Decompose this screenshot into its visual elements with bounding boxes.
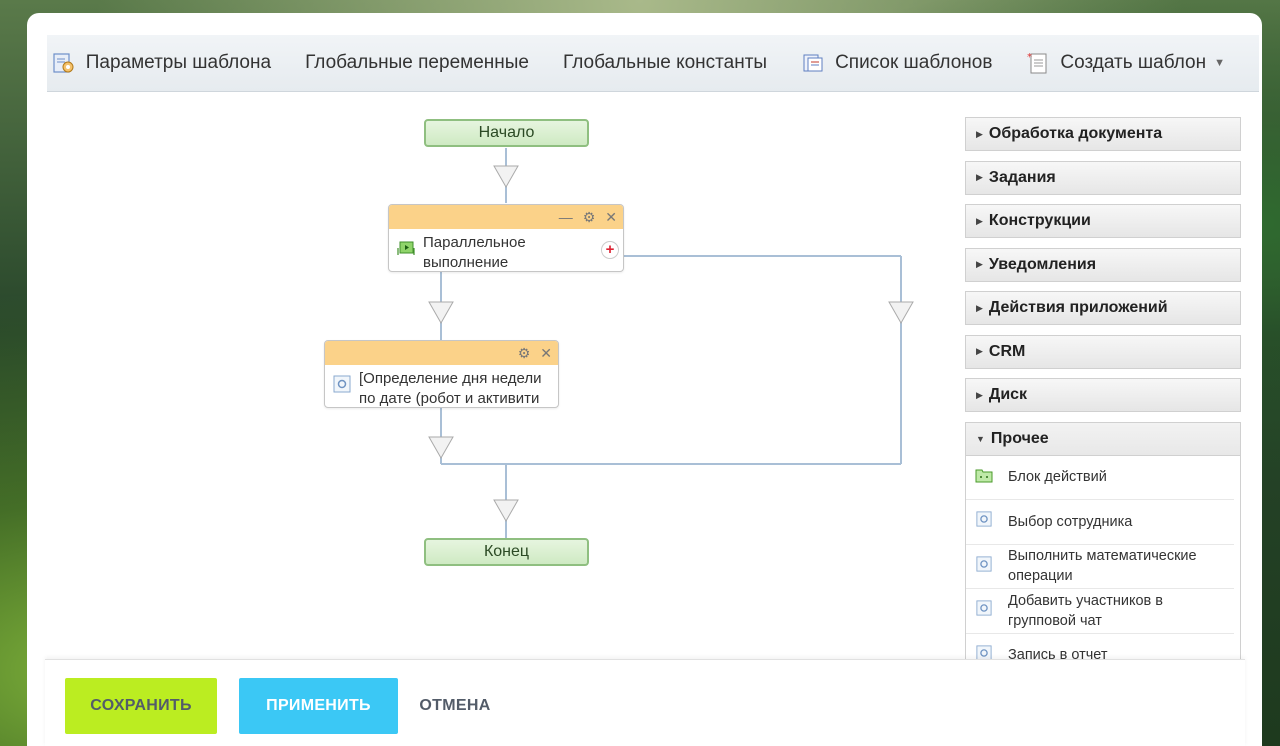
triangle-right-icon: ▶ — [976, 172, 983, 182]
workflow-designer-window: Параметры шаблона Глобальные переменные … — [27, 13, 1262, 746]
cancel-button[interactable]: ОТМЕНА — [411, 678, 499, 734]
cancel-label: ОТМЕНА — [419, 697, 491, 714]
flow-arrow — [888, 301, 914, 325]
minimize-icon[interactable]: — — [558, 209, 573, 225]
template-params-label: Параметры шаблона — [85, 52, 272, 73]
triangle-right-icon: ▶ — [976, 259, 983, 269]
template-params-button[interactable]: Параметры шаблона — [52, 51, 271, 75]
template-list-icon — [801, 51, 825, 75]
group-label: CRM — [988, 342, 1026, 360]
triangle-right-icon: ▶ — [976, 389, 983, 400]
flow-arrow — [493, 165, 519, 189]
triangle-right-icon: ▶ — [976, 346, 983, 356]
chevron-down-icon: ▼ — [1214, 57, 1225, 69]
start-label: Начало — [478, 124, 535, 141]
activity-icon — [976, 644, 992, 661]
settings-document-icon — [52, 51, 76, 75]
activity-palette: ▶ Обработка документа ▶ Задания ▶ Конструкц… — [965, 117, 1241, 662]
start-node[interactable]: Начало — [424, 119, 589, 147]
global-constants-label: Глобальные константы — [562, 52, 768, 73]
item-label: Запись в отчет — [1008, 647, 1108, 662]
workflow-canvas[interactable]: Начало — ⚙ ✕ Параллельное выполнение + — [27, 93, 957, 653]
item-label: Блок действий — [1008, 469, 1107, 486]
group-other-items: Блок действий Выбор сотрудника Выполнить… — [965, 455, 1241, 662]
global-variables-label: Глобальные переменные — [305, 52, 529, 73]
palette-item-add-chat-members[interactable]: Добавить участников в групповой чат — [966, 589, 1234, 634]
save-button[interactable]: СОХРАНИТЬ — [65, 678, 217, 734]
activity-header: ⚙ ✕ — [325, 341, 558, 365]
palette-item-math-operations[interactable]: Выполнить математические операции — [966, 545, 1234, 589]
activity-icon — [976, 600, 992, 616]
group-crm[interactable]: ▶ CRM — [965, 334, 1241, 369]
folder-icon — [975, 469, 993, 482]
apply-label: ПРИМЕНИТЬ — [266, 697, 371, 714]
item-label: Добавить участников в — [1008, 592, 1163, 609]
group-label: Задания — [988, 168, 1056, 186]
palette-item-select-employee[interactable]: Выбор сотрудника — [966, 500, 1234, 545]
designer-toolbar: Параметры шаблона Глобальные переменные … — [47, 35, 1259, 92]
end-label: Конец — [483, 543, 530, 560]
activity-title-line1: Параллельное — [423, 234, 526, 251]
triangle-right-icon: ▶ — [976, 302, 983, 313]
close-icon[interactable]: ✕ — [605, 209, 617, 225]
weekday-activity[interactable]: ⚙ ✕ [Определение дня недели по дате (роб… — [324, 340, 559, 408]
group-disk[interactable]: ▶ Диск — [965, 378, 1241, 412]
template-list-label: Список шаблонов — [835, 52, 993, 73]
svg-text:*: * — [1027, 52, 1032, 63]
group-label: Прочее — [990, 429, 1049, 447]
group-app-actions[interactable]: ▶ Действия приложений — [965, 291, 1241, 325]
activity-header: — ⚙ ✕ — [389, 205, 623, 229]
activity-title-line1: [Определение дня недели — [359, 370, 542, 387]
create-template-label: Создать шаблон — [1060, 52, 1207, 73]
group-notifications[interactable]: ▶ Уведомления — [965, 247, 1241, 282]
parallel-execution-icon — [397, 241, 415, 255]
create-template-dropdown[interactable]: * Создать шаблон ▼ — [1026, 51, 1225, 75]
item-label-line2: операции — [1008, 568, 1073, 585]
item-label-line2: групповой чат — [1008, 612, 1102, 629]
item-label: Выполнить математические — [1008, 548, 1197, 565]
group-document-processing[interactable]: ▶ Обработка документа — [965, 117, 1241, 151]
gear-icon[interactable]: ⚙ — [517, 345, 531, 361]
activity-title-line2: по дате (робот и активити — [359, 390, 540, 407]
group-label: Конструкции — [988, 212, 1091, 229]
activity-icon — [976, 511, 992, 527]
triangle-right-icon: ▶ — [976, 128, 983, 139]
flow-arrow — [493, 499, 519, 523]
template-list-button[interactable]: Список шаблонов — [801, 51, 992, 75]
activity-body: Параллельное выполнение + — [389, 229, 623, 277]
palette-item-action-block[interactable]: Блок действий — [966, 456, 1234, 500]
group-label: Уведомления — [988, 255, 1097, 273]
new-document-icon: * — [1026, 51, 1050, 75]
flow-arrow — [428, 301, 454, 325]
activity-icon — [333, 375, 351, 393]
action-footer: СОХРАНИТЬ ПРИМЕНИТЬ ОТМЕНА — [45, 659, 1245, 746]
close-icon[interactable]: ✕ — [540, 345, 552, 361]
group-constructions[interactable]: ▶ Конструкции — [965, 204, 1241, 238]
global-variables-button[interactable]: Глобальные переменные — [305, 52, 529, 74]
activity-title-line2: выполнение — [423, 254, 509, 271]
end-node[interactable]: Конец — [424, 538, 589, 566]
triangle-right-icon: ▶ — [976, 215, 983, 226]
item-label: Выбор сотрудника — [1008, 513, 1133, 530]
parallel-activity[interactable]: — ⚙ ✕ Параллельное выполнение + — [388, 204, 624, 272]
apply-button[interactable]: ПРИМЕНИТЬ — [239, 678, 398, 734]
save-label: СОХРАНИТЬ — [90, 697, 192, 714]
triangle-down-icon: ▼ — [976, 433, 985, 444]
flow-arrow — [428, 436, 454, 460]
group-label: Обработка документа — [988, 125, 1163, 142]
global-constants-button[interactable]: Глобальные константы — [563, 52, 767, 74]
group-label: Действия приложений — [988, 299, 1168, 316]
palette-item-report-entry[interactable]: Запись в отчет — [966, 634, 1234, 662]
group-other[interactable]: ▼ Прочее — [965, 421, 1241, 456]
add-branch-button[interactable]: + — [601, 241, 619, 259]
connectors-layer — [428, 148, 914, 538]
gear-icon[interactable]: ⚙ — [582, 209, 596, 225]
group-label: Диск — [988, 386, 1028, 403]
group-tasks[interactable]: ▶ Задания — [965, 160, 1241, 195]
activity-icon — [976, 555, 992, 572]
activity-body: [Определение дня недели по дате (робот и… — [325, 365, 558, 413]
